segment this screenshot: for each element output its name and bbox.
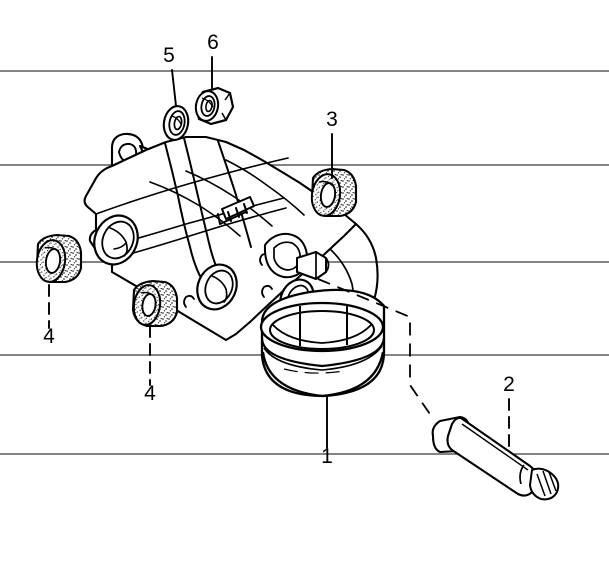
hex-nut-highlight	[201, 97, 214, 108]
callout-label-3: 3	[326, 108, 338, 131]
bowl-inner-back	[272, 324, 372, 344]
shaft-stub	[296, 251, 330, 280]
body-fins	[217, 196, 255, 225]
callout-label-5: 5	[163, 44, 175, 67]
port-bore-middle	[196, 263, 238, 311]
pump-neck-boss	[263, 232, 309, 279]
splined-drive-shaft	[431, 415, 560, 501]
bushing-lower-highlight	[140, 291, 156, 298]
bushing-left-highlight	[44, 246, 60, 253]
bowl-band	[260, 337, 386, 368]
pump-bowl-cup	[259, 288, 386, 398]
callout-label-1: 1	[321, 445, 333, 468]
flat-washer	[162, 105, 190, 141]
callout-leaders	[48, 56, 510, 453]
bushing-upper-highlight	[318, 180, 334, 187]
bushing-lower	[131, 279, 179, 328]
body-seams	[164, 137, 252, 277]
bowl-bottom	[261, 351, 385, 398]
shaft-highlight	[461, 423, 529, 471]
callout-label-4a: 4	[43, 325, 55, 348]
shaft-spline-tip	[529, 467, 560, 501]
hex-nut	[194, 86, 235, 126]
housing-right-wall	[354, 222, 379, 320]
callout-labels: 1 2 3 4 4 5 6	[43, 31, 515, 468]
callout-label-2: 2	[503, 373, 515, 396]
washer-highlight	[171, 115, 182, 125]
bushing-upper	[310, 167, 358, 218]
port-bore-left	[93, 214, 139, 266]
shaft-shoulder	[519, 464, 525, 485]
bowl-band-highlight	[263, 345, 383, 371]
bowl-highlight	[283, 368, 345, 374]
leader-5	[171, 69, 177, 107]
bushing-left	[35, 233, 83, 284]
callout-label-4b: 4	[144, 382, 156, 405]
shaft-to-pump-dashed-link	[317, 278, 435, 421]
callout-label-6: 6	[207, 31, 219, 54]
